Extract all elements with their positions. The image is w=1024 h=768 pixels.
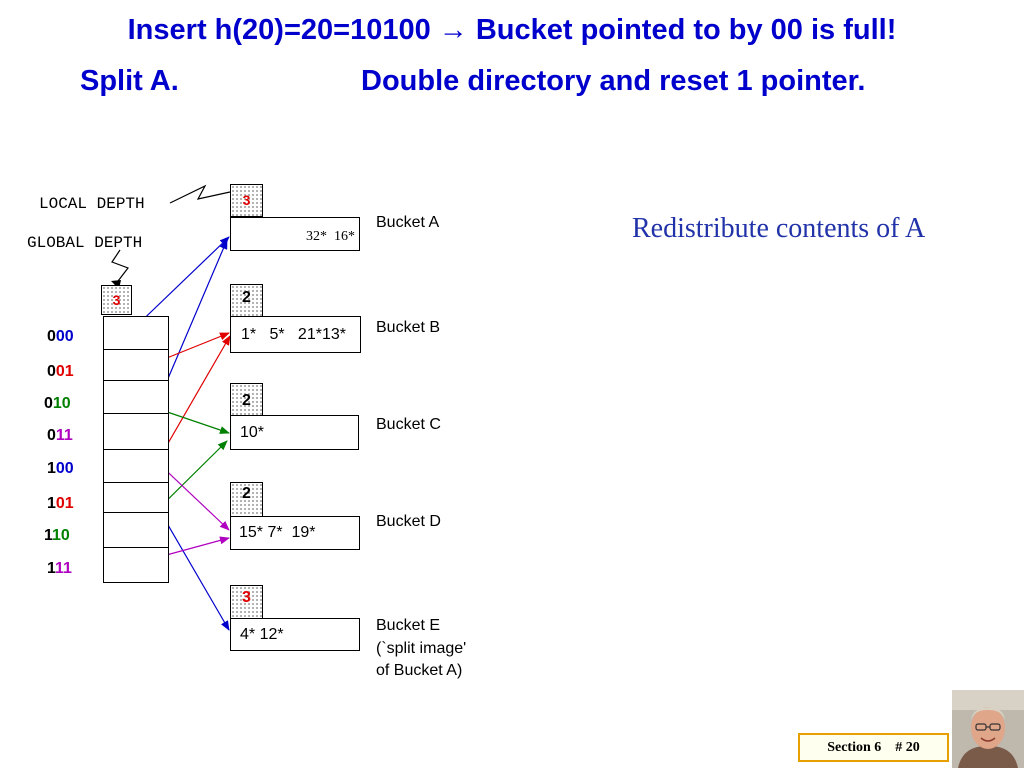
global-depth-callout [111, 249, 129, 286]
directory-cell [103, 380, 169, 414]
directory-index-010: 010 [44, 395, 71, 412]
bucket-e-contents: 4* 12* [240, 626, 284, 643]
bucket-d-contents: 15* 7* 19* [239, 524, 316, 541]
directory-index-011: 011 [47, 427, 73, 444]
bucket-e-label: Bucket E [376, 617, 441, 634]
bucket-e-box: 4* 12* [230, 618, 360, 651]
directory-cell [103, 449, 169, 483]
global-depth-label: GLOBAL DEPTH [27, 234, 143, 252]
bucket-e-local-depth: 3 [230, 585, 263, 619]
directory-index-000: 000 [47, 328, 74, 345]
bucket-c-contents: 10* [240, 424, 265, 441]
bucket-d-label: Bucket D [376, 513, 441, 530]
bucket-d-local-depth: 2 [230, 482, 263, 517]
bucket-a-local-depth: 3 [230, 184, 263, 217]
bucket-b-label: Bucket B [376, 319, 441, 336]
directory-cell [103, 316, 169, 350]
bucket-e-label-line2: (`split image' [376, 640, 467, 657]
directory-cell [103, 482, 169, 513]
local-depth-label: LOCAL DEPTH [39, 195, 145, 213]
directory-index-111: 111 [47, 560, 72, 577]
presenter-photo [952, 690, 1024, 768]
bucket-c-local-depth: 2 [230, 383, 263, 416]
bucket-b-local-depth: 2 [230, 284, 263, 317]
bucket-a-label: Bucket A [376, 214, 440, 231]
bucket-b-box: 1* 5* 21*13* [230, 316, 361, 353]
bucket-c-box: 10* [230, 415, 359, 450]
slide-title-line1: Insert h(20)=20=10100 → Bucket pointed t… [127, 14, 897, 46]
directory-index-101: 101 [47, 495, 74, 512]
bucket-e-label-line3: of Bucket A) [376, 662, 463, 679]
split-a-text: Split A. [80, 65, 179, 97]
directory-cell [103, 547, 169, 583]
directory-cell [103, 413, 169, 450]
global-depth-box: 3 [101, 285, 132, 315]
bucket-a-box: 32* 16* [230, 217, 360, 251]
section-footer: Section 6 # 20 [798, 733, 949, 762]
directory-index-100: 100 [47, 460, 74, 477]
directory-index-001: 001 [47, 363, 74, 380]
section-label: Section 6 [827, 740, 882, 755]
bucket-c-label: Bucket C [376, 416, 441, 433]
redistribute-note: Redistribute contents of A [632, 213, 926, 244]
bucket-a-contents: 32* 16* [306, 229, 355, 244]
directory-cell [103, 512, 169, 548]
double-directory-text: Double directory and reset 1 pointer. [361, 65, 866, 97]
directory-index-110: 110 [44, 527, 70, 544]
bucket-d-box: 15* 7* 19* [230, 516, 360, 550]
slide-number: # 20 [895, 740, 920, 755]
bucket-b-contents: 1* 5* 21*13* [241, 326, 346, 343]
local-depth-callout [169, 184, 231, 204]
directory-cell [103, 349, 169, 381]
